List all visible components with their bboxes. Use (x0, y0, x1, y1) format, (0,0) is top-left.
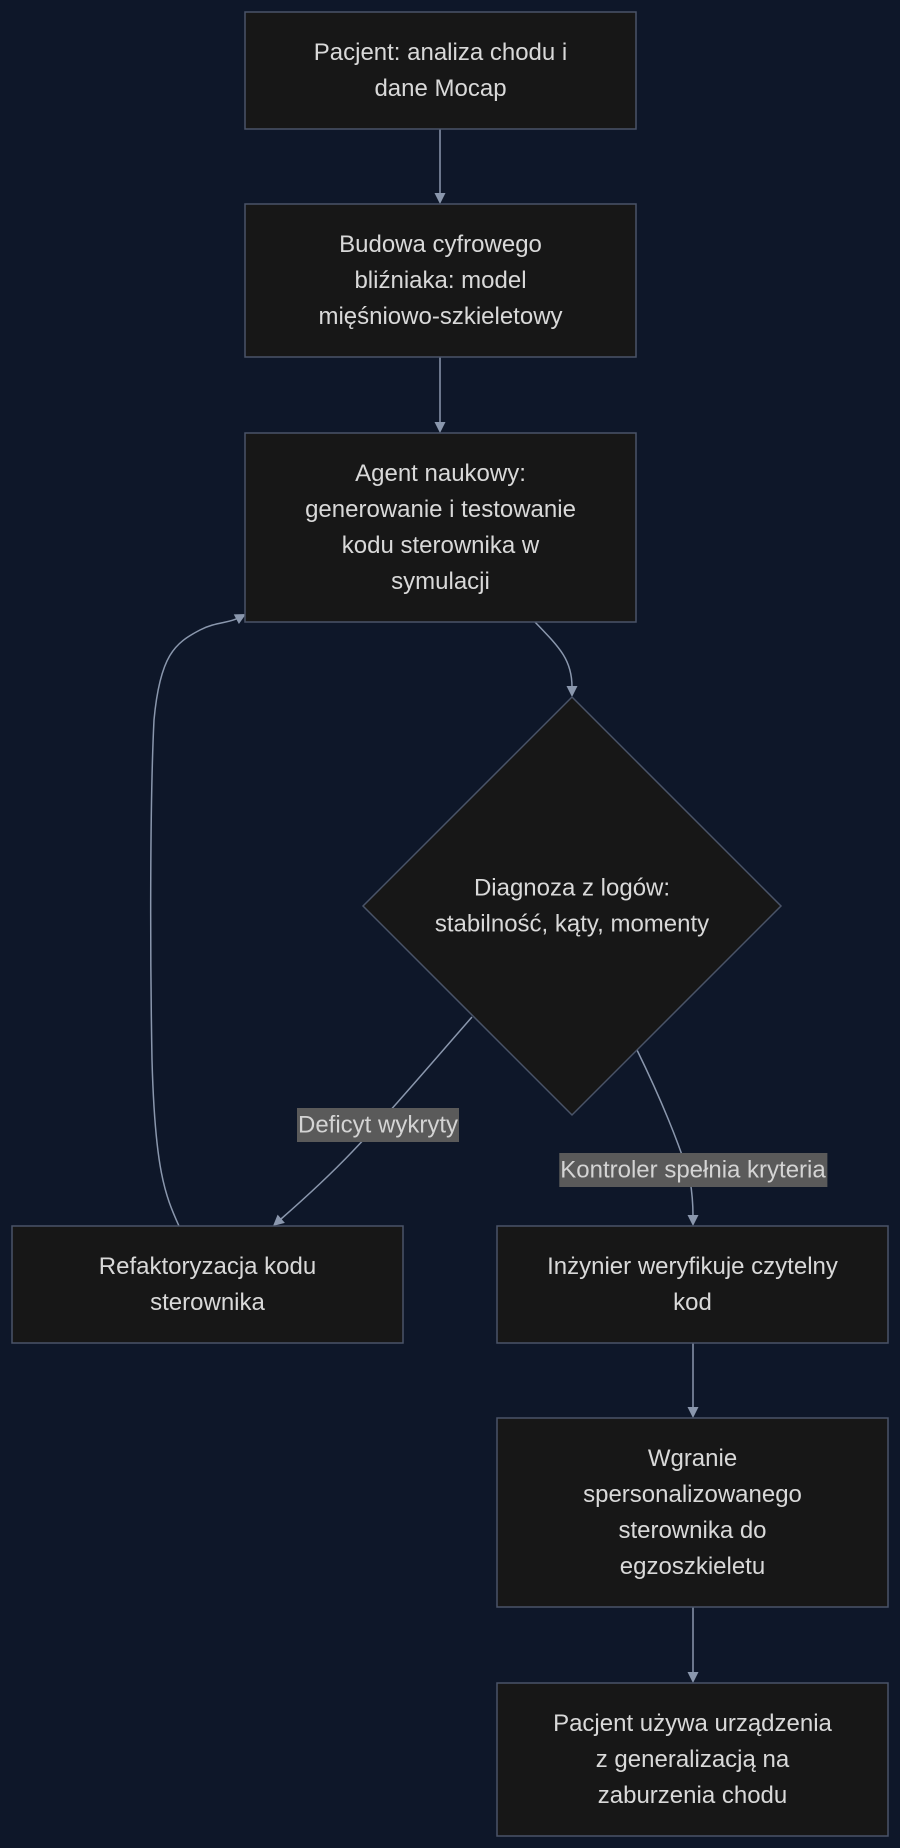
node-label-line: bliźniaka: model (354, 267, 526, 294)
node-label-line: stabilność, kąty, momenty (435, 911, 709, 938)
arrowhead-diagnosis (566, 686, 578, 697)
node-label-line: Budowa cyfrowego (339, 231, 542, 258)
edge-refactor-to-science_agent (149, 617, 239, 1227)
node-label-line: Pacjent używa urządzenia (553, 1710, 832, 1737)
process-box (11, 1225, 404, 1344)
edge-label-e5: Kontroler spełnia kryteria (559, 1153, 828, 1187)
node-upload: Wgranie spersonalizowanego sterownika do eg… (496, 1417, 889, 1608)
node-label-line: kodu sterownika w (342, 532, 540, 559)
node-refactor: Refaktoryzacja kodu sterownika (11, 1225, 404, 1344)
node-label-line: Diagnoza z logów: (474, 875, 670, 902)
process-box (496, 1682, 889, 1837)
arrowhead-science_agent (233, 614, 246, 625)
edge-label-background (296, 1108, 460, 1142)
node-label-line: spersonalizowanego (583, 1481, 802, 1508)
node-label-line: mięśniowo-szkieletowy (318, 303, 562, 330)
node-engineer-verify: Inżynier weryfikuje czytelny kod (496, 1225, 889, 1344)
node-label-line: sterownika do (618, 1517, 766, 1544)
node-label-line: symulacji (391, 568, 490, 595)
node-label-line: Wgranie (648, 1445, 737, 1472)
arrowhead-patient_uses (687, 1672, 699, 1683)
edge-label-background (559, 1153, 828, 1187)
node-diagnosis: Diagnoza z logów: stabilność, kąty, momen… (361, 695, 783, 1117)
process-box (496, 1417, 889, 1608)
process-box (244, 432, 637, 623)
arrowhead-engineer_verify (687, 1215, 699, 1226)
arrowhead-upload (687, 1407, 699, 1418)
arrowhead-refactor (273, 1214, 285, 1226)
edge-science_agent-to-diagnosis (534, 621, 573, 688)
nodes-layer: Pacjent: analiza chodu i dane MocapBudowa… (11, 11, 889, 1837)
node-label-line: egzoszkieletu (620, 1553, 765, 1580)
arrowhead-digital_twin (434, 193, 446, 204)
node-label-line: dane Mocap (374, 75, 506, 102)
edge-label-e4: Deficyt wykryty (296, 1108, 460, 1142)
node-label-line: kod (673, 1289, 712, 1316)
node-label-line: Pacjent: analiza chodu i (314, 39, 568, 66)
arrowhead-science_agent (434, 422, 446, 433)
process-box (244, 11, 637, 130)
node-label-line: generowanie i testowanie (305, 496, 576, 523)
edge-diagnosis-to-refactor (280, 1016, 473, 1220)
node-digital-twin: Budowa cyfrowego bliźniaka: model mięśniow… (244, 203, 637, 358)
node-label-line: Inżynier weryfikuje czytelny (547, 1253, 838, 1280)
decision-diamond (361, 695, 783, 1117)
node-patient-uses: Pacjent używa urządzenia z generalizacją … (496, 1682, 889, 1837)
node-label-line: Refaktoryzacja kodu (99, 1253, 316, 1280)
node-label-line: z generalizacją na (596, 1746, 790, 1773)
edge-diagnosis-to-engineer_verify (636, 1049, 694, 1217)
node-label-line: zaburzenia chodu (598, 1782, 787, 1809)
node-science-agent: Agent naukowy: generowanie i testowanie ko… (244, 432, 637, 623)
node-label-line: Agent naukowy: (355, 460, 526, 487)
node-label-line: sterownika (150, 1289, 265, 1316)
process-box (244, 203, 637, 358)
node-patient-mocap: Pacjent: analiza chodu i dane Mocap (244, 11, 637, 130)
process-box (496, 1225, 889, 1344)
edge-label-text: Kontroler spełnia kryteria (560, 1157, 826, 1184)
edge-label-text: Deficyt wykryty (298, 1112, 458, 1139)
